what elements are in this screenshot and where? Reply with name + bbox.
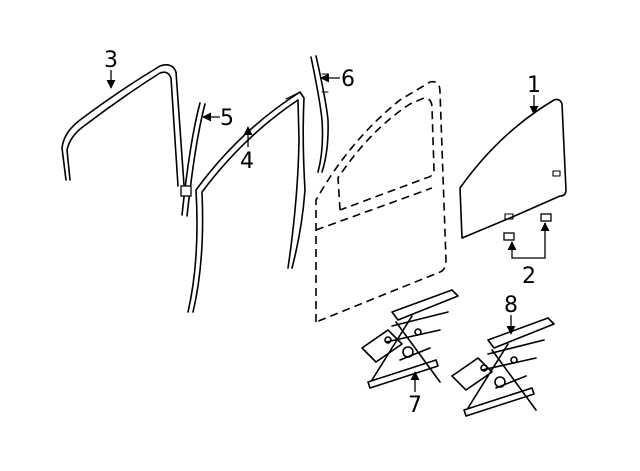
svg-text:8: 8 bbox=[504, 293, 518, 318]
svg-text:4: 4 bbox=[240, 149, 254, 174]
callout-8: 8 bbox=[504, 293, 518, 335]
svg-text:1: 1 bbox=[527, 73, 541, 98]
svg-text:3: 3 bbox=[104, 48, 118, 73]
part-6-pillar-trim bbox=[310, 55, 329, 173]
part-8-window-regulator bbox=[451, 317, 555, 417]
callout-4: 4 bbox=[240, 126, 254, 174]
svg-text:7: 7 bbox=[408, 393, 422, 418]
callout-3: 3 bbox=[104, 48, 118, 89]
door-outline bbox=[315, 80, 447, 323]
callout-7: 7 bbox=[408, 371, 422, 418]
part-1-door-glass bbox=[459, 98, 567, 239]
svg-text:6: 6 bbox=[341, 67, 355, 92]
callout-1: 1 bbox=[527, 73, 541, 115]
part-5-rear-channel bbox=[180, 102, 206, 217]
callout-5: 5 bbox=[202, 106, 234, 131]
callout-2: 2 bbox=[507, 222, 550, 289]
part-7-window-regulator bbox=[361, 289, 459, 389]
part-3-frame-moulding bbox=[61, 64, 185, 187]
part-4-run-channel bbox=[187, 91, 306, 313]
part-2-glass-clips bbox=[503, 213, 552, 241]
callout-6: 6 bbox=[320, 67, 355, 92]
svg-text:5: 5 bbox=[220, 106, 234, 131]
svg-text:2: 2 bbox=[522, 264, 536, 289]
